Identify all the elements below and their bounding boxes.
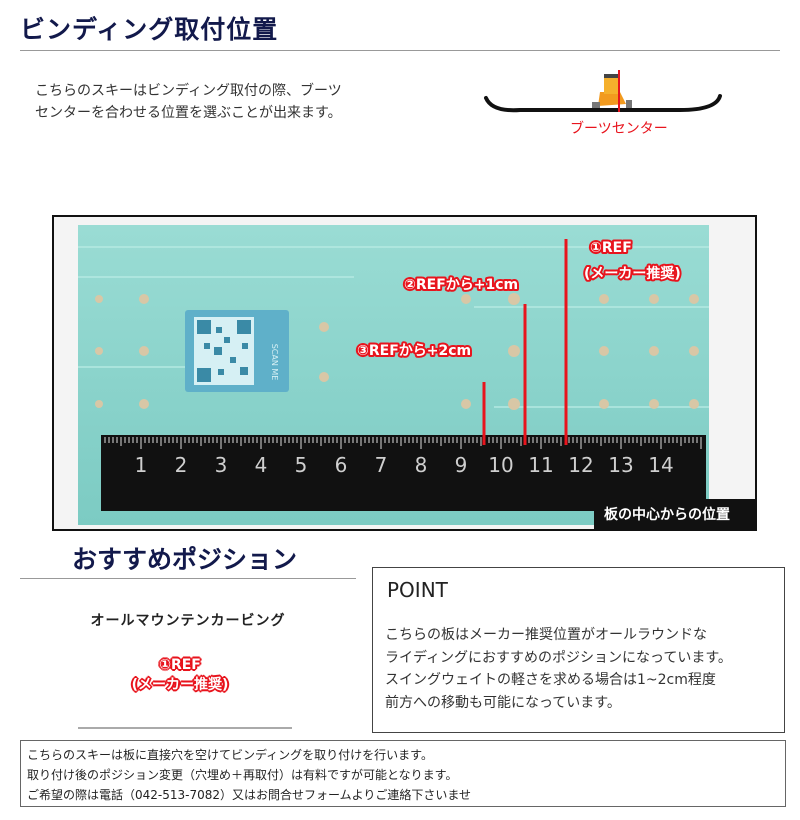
point-text: こちらの板はメーカー推奨位置がオールラウンドな ライディングにおすすめのポジショ… <box>385 624 732 714</box>
label-ref: ①REF <box>590 240 632 256</box>
recommend-bottom-divider <box>78 727 292 729</box>
intro-line-1: こちらのスキーはビンディング取付の際、ブーツ <box>35 83 342 99</box>
boot-icon <box>592 74 632 108</box>
ruler-number: 6 <box>335 453 348 477</box>
page-title: ビンディング取付位置 <box>20 15 279 44</box>
recommend-ref-note: (メーカー推奨) <box>131 677 229 693</box>
point-box: POINT こちらの板はメーカー推奨位置がオールラウンドな ライディングにおすす… <box>372 567 785 733</box>
ruler-number: 4 <box>255 453 268 477</box>
notice-line-3: ご希望の際は電話（042-513-7082）又はお問合せフォームよりご連絡下さい… <box>27 788 472 802</box>
ruler-number: 8 <box>415 453 428 477</box>
ruler-number: 9 <box>455 453 468 477</box>
notice-line-1: こちらのスキーは板に直接穴を空けてビンディングを取り付けを行います。 <box>27 748 433 762</box>
ruler-number: 7 <box>375 453 388 477</box>
notice-line-2: 取り付け後のポジション変更（穴埋め＋再取付）は有料ですが可能となります。 <box>27 768 458 782</box>
boot-center-label: ブーツセンター <box>570 121 668 137</box>
recommend-ref-badge: ①REF (メーカー推奨) <box>100 655 260 695</box>
photo-caption: 板の中心からの位置 <box>604 506 730 523</box>
point-line-1: こちらの板はメーカー推奨位置がオールラウンドな <box>385 627 707 643</box>
recommend-divider <box>20 578 356 579</box>
ruler-number: 10 <box>488 453 513 477</box>
point-title: POINT <box>387 578 448 602</box>
recommend-subheading: オールマウンテンカービング <box>90 613 286 629</box>
label-plus2: ③REFから+2cm <box>357 343 471 359</box>
ruler-number: 3 <box>215 453 228 477</box>
ruler-number: 12 <box>568 453 593 477</box>
title-divider <box>20 50 780 51</box>
ruler-number: 1 <box>135 453 148 477</box>
recommend-heading: おすすめポジション <box>72 545 298 574</box>
qr-label: SCAN ME <box>270 344 279 381</box>
ruler-number: 5 <box>295 453 308 477</box>
point-line-2: ライディングにおすすめのポジションになっています。 <box>385 649 732 666</box>
intro-text: こちらのスキーはビンディング取付の際、ブーツ センターを合わせる位置を選ぶことが… <box>35 80 342 124</box>
label-plus1: ②REFから+1cm <box>404 277 518 293</box>
qr-code: SCAN ME <box>185 310 289 392</box>
ruler-number: 14 <box>648 453 673 477</box>
ski-boot-diagram <box>484 70 722 113</box>
ruler-number: 13 <box>608 453 633 477</box>
point-line-3: スイングウェイトの軽さを求める場合は1~2cm程度 <box>385 672 716 688</box>
recommend-ref: ①REF <box>159 657 201 673</box>
point-line-4: 前方への移動も可能になっています。 <box>385 694 621 711</box>
ruler-number: 2 <box>175 453 188 477</box>
ruler-number: 11 <box>528 453 553 477</box>
label-ref-note: (メーカー推奨) <box>584 265 681 282</box>
notice-box: こちらのスキーは板に直接穴を空けてビンディングを取り付けを行います。 取り付け後… <box>20 740 786 807</box>
intro-line-2: センターを合わせる位置を選ぶことが出来ます。 <box>35 105 342 121</box>
